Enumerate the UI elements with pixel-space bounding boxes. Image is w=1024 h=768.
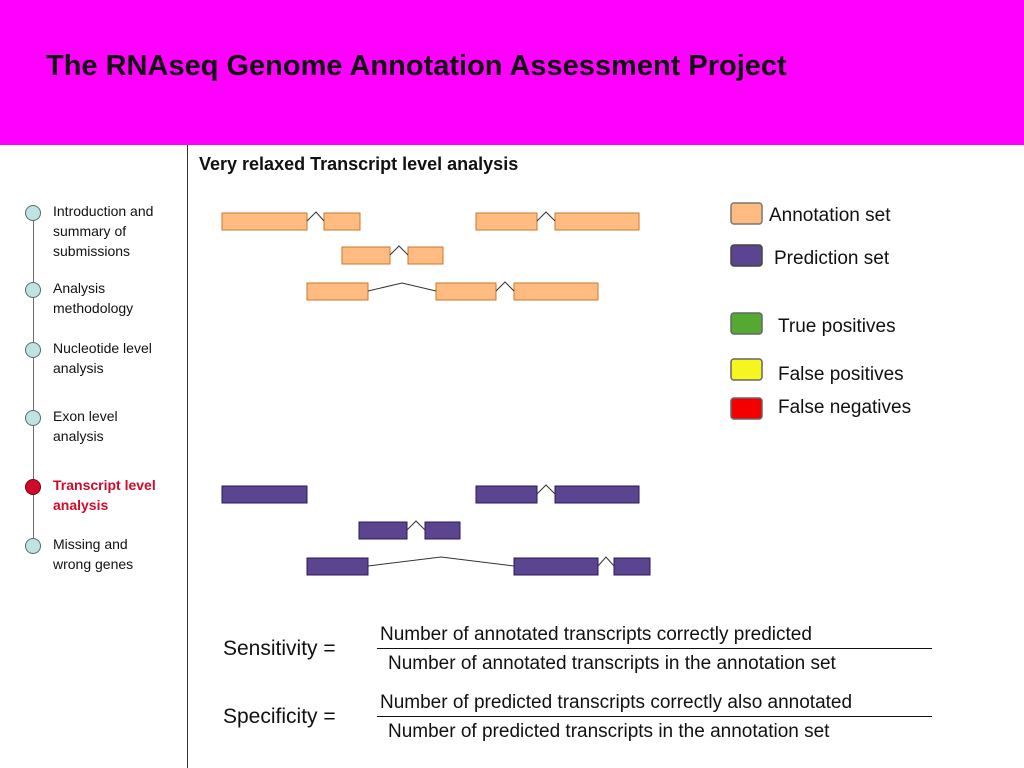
section-subtitle: Very relaxed Transcript level analysis [199,154,519,174]
annotation-exon [341,246,391,265]
legend-swatch-annotation-color [730,202,763,225]
intron-line [536,484,556,495]
sidebar-divider [187,145,188,768]
prediction-introns [367,484,615,567]
annotation-exon [513,282,599,301]
sidebar-item-label: Exon level analysis [53,408,118,444]
legend-swatches [718,198,768,420]
specificity-label: Specificity = [223,705,336,728]
legend-swatch-false-negatives-color [730,397,763,420]
annotation-exon [407,246,444,265]
sidebar-item-label: Nucleotide level analysis [53,340,152,376]
prediction-exon [358,521,408,540]
legend-swatch-false-positives-color [730,358,763,381]
nav-dot-icon [25,282,41,298]
intron-line [495,281,515,292]
legend-label-false-negatives: False negatives [778,397,912,418]
prediction-exon [475,485,538,504]
prediction-exon [513,557,599,576]
sidebar-item-label: Transcript level analysis [53,477,156,513]
legend-label-true-positives: True positives [778,316,896,337]
prediction-exon [554,485,640,504]
prediction-exon [306,557,369,576]
page-title: The RNAseq Genome Annotation Assessment … [46,50,787,82]
annotation-exon [475,212,538,231]
header-banner: The RNAseq Genome Annotation Assessment … [0,0,1024,145]
specificity-fraction-line [377,716,932,717]
annotation-exon [323,212,361,231]
nav-timeline-line [33,213,34,546]
annotation-exon [306,282,369,301]
sidebar-item-label: Introduction and summary of submissions [53,203,154,259]
intron-line [306,211,325,222]
sensitivity-label: Sensitivity = [223,637,336,660]
sidebar-item-label: Missing and wrong genes [53,536,134,572]
sensitivity-numerator: Number of annotated transcripts correctl… [380,624,812,645]
nav-dot-icon [25,342,41,358]
legend-label-prediction: Prediction set [774,248,890,269]
intron-line [389,245,409,256]
sensitivity-fraction-line [377,648,932,649]
legend-label-false-positives: False positives [778,364,904,385]
legend-label-annotation: Annotation set [769,205,891,226]
prediction-exon [613,557,651,576]
annotation-exon [554,212,640,231]
intron-line [406,520,426,531]
nav-dot-icon [25,205,41,221]
intron-line [367,556,515,567]
nav-dot-active-icon [25,479,41,495]
legend-swatch-true-positives-color [730,312,763,335]
nav-dot-icon [25,410,41,426]
annotation-transcripts [221,212,640,301]
sensitivity-denominator: Number of annotated transcripts in the a… [388,653,836,674]
sidebar-item-label: Analysis methodology [53,280,134,316]
annotation-introns [306,211,556,292]
prediction-transcripts [221,485,651,576]
specificity-denominator: Number of predicted transcripts in the a… [388,721,830,742]
legend-swatch-prediction-color [730,244,763,267]
nav-dot-icon [25,538,41,554]
intron-line [597,556,615,567]
intron-line [536,211,556,222]
specificity-numerator: Number of predicted transcripts correctl… [380,692,853,713]
annotation-exon [221,212,308,231]
intron-line [367,282,437,292]
annotation-exon [435,282,497,301]
prediction-exon [221,485,308,504]
prediction-exon [424,521,461,540]
